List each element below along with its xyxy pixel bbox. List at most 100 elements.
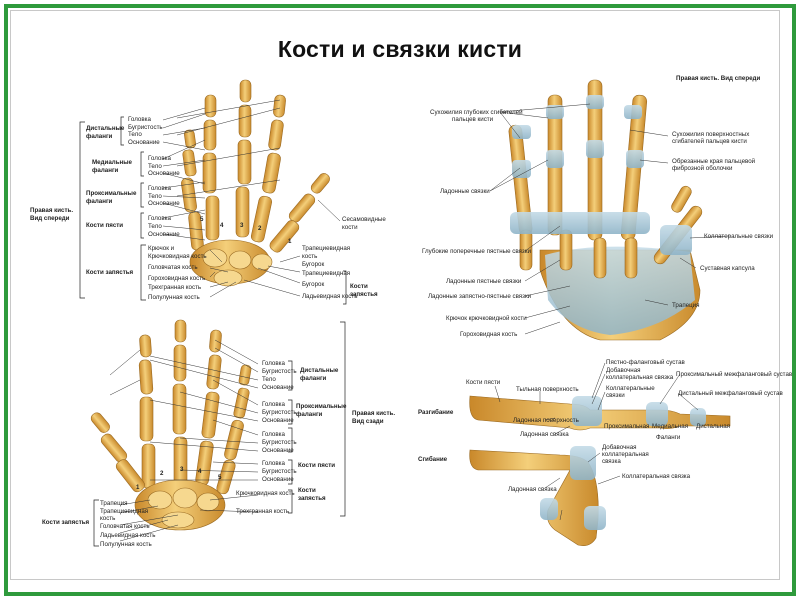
palm-part-9: Тело (148, 193, 162, 200)
dorsal-leader-lines (109, 339, 259, 542)
palm-group-carpals: Кости запястья (86, 269, 134, 276)
lig-right-5: Коллатеральные связки (704, 233, 774, 240)
dorsal-part-1: Головка (262, 360, 285, 367)
dorsal-part-5: Головка (262, 401, 285, 408)
ligaments-hand (508, 79, 703, 341)
joint-flexion-diagram (469, 446, 606, 546)
flex-label-1: Ладонная связка (520, 431, 569, 438)
ext-label-11: Проксимальная (604, 423, 650, 430)
dorsal-side-caption-1: Правая кисть. (352, 410, 396, 417)
ligaments-leader-lines (489, 103, 731, 335)
palm-part-11: Головка (148, 215, 171, 222)
flex-label-2: Добавочная (602, 444, 637, 451)
dorsal-part-3: Тело (262, 376, 276, 383)
palm-carpal-bracket-1: Кости (350, 283, 368, 290)
palm-group-proximal: Проксимальные (86, 190, 137, 197)
palm-part-4: Основание (128, 139, 160, 146)
lig-left-4: Глубокие поперечные пястные связки (422, 248, 531, 255)
lig-right-6: Суставная капсула (700, 265, 755, 272)
palm-side-caption-2: Вид спереди (30, 215, 70, 222)
palm-right-6: Трапециевидная (302, 270, 351, 277)
lig-right-2: сгибателей пальцев кисти (672, 138, 747, 145)
flex-label-5: Ладонная связка (508, 486, 557, 493)
palm-number-1: 1 (288, 238, 292, 245)
palm-number-3: 3 (240, 222, 244, 229)
ext-label-14: Фаланги (656, 434, 681, 441)
palm-number-4: 4 (220, 222, 224, 229)
dorsal-group-1: Дистальные (300, 367, 339, 374)
dorsal-left-bone-4: Головчатая кость (100, 523, 150, 530)
lig-left-7: Крючок крючковидной кости (446, 315, 527, 322)
ext-label-8: связки (606, 392, 625, 399)
palm-carpal-6: Полулунная кость (148, 294, 200, 301)
dorsal-skeleton (90, 319, 252, 531)
ext-label-12: Медиальная (652, 423, 689, 430)
dorsal-group-4: фаланги (296, 411, 323, 418)
palm-part-8: Головка (148, 185, 171, 192)
palm-carpal-3: Головчатая кость (148, 264, 198, 271)
palm-side-caption-1: Правая кисть. (30, 207, 74, 214)
lig-left-2: пальцев кисти (452, 116, 494, 123)
flexion-label: Сгибание (418, 456, 448, 463)
palm-right-8: Ладьевидная кость (302, 293, 358, 300)
palm-group-medial: Медиальные (92, 159, 132, 166)
palm-part-1: Головка (128, 116, 151, 123)
dorsal-group-5: Кости пясти (298, 462, 336, 469)
dorsal-brackets (93, 321, 346, 547)
palm-part-12: Тело (148, 223, 162, 230)
dorsal-group-6: Кости (298, 487, 316, 494)
palm-right-7: Бугорок (302, 281, 325, 288)
dorsal-left-bone-2: Трапециевидная (100, 508, 149, 515)
palm-carpal-bracket-2: запястья (350, 291, 378, 298)
palm-group-metacarpals: Кости пясти (86, 222, 124, 229)
palm-group-proximal-2: фаланги (86, 198, 113, 205)
dorsal-group-3: Проксимальные (296, 403, 347, 410)
dorsal-left-bone-3: кость (100, 515, 116, 522)
dorsal-part-6: Бугристость (262, 409, 297, 416)
ext-label-6: коллатеральная связка (606, 374, 674, 381)
lig-right-7: Трапеция (672, 302, 700, 309)
ext-label-13: Дистальная (696, 423, 730, 430)
palm-part-2: Бугристость (128, 124, 163, 131)
palm-part-13: Основание (148, 231, 180, 238)
palm-part-7: Основание (148, 170, 180, 177)
dorsal-part-11: Головка (262, 460, 285, 467)
dorsal-part-9: Бугристость (262, 439, 297, 446)
palm-carpal-5: Трехгранная кость (148, 284, 202, 291)
dorsal-number-4: 4 (198, 468, 202, 475)
dorsal-right-bone-2: Трехгранная кость (236, 508, 290, 515)
lig-left-8: Гороховидная кость (460, 331, 518, 338)
palm-group-medial-2: фаланги (92, 167, 119, 174)
lig-right-1: Сухожилия поверхностных (672, 131, 750, 138)
lig-left-3: Ладонные связки (440, 188, 490, 195)
palm-carpal-2: Крючковидная кость (148, 253, 207, 260)
dorsal-part-8: Головка (262, 431, 285, 438)
palm-number-2: 2 (258, 225, 262, 232)
extension-label: Разгибание (418, 409, 454, 416)
flex-label-6: Коллатеральная связка (622, 473, 691, 480)
palm-right-4: кость (302, 253, 318, 260)
ext-label-2: Тыльная поверхность (516, 386, 579, 393)
palm-carpal-4: Гороховидная кость (148, 275, 206, 282)
ext-label-5: Добавочная (606, 367, 641, 374)
dorsal-part-12: Бугристость (262, 468, 297, 475)
joint-extension-diagram (469, 395, 731, 431)
dorsal-number-2: 2 (160, 470, 164, 477)
dorsal-group-7: запястья (298, 495, 326, 502)
palm-group-distal: Дистальные (86, 125, 125, 132)
palm-number-5: 5 (200, 216, 204, 223)
lig-left-1: Сухожилия глубоких сгибателей (430, 109, 523, 116)
palm-skeleton (181, 79, 330, 287)
dorsal-part-7: Основание (262, 417, 294, 424)
dorsal-right-bone-1: Крючковидная кость (236, 490, 295, 497)
dorsal-part-4: Основание (262, 384, 294, 391)
palm-right-3: Трапециевидная (302, 245, 351, 252)
ligaments-caption: Правая кисть. Вид спереди (676, 75, 761, 82)
flex-label-4: связка (602, 458, 621, 465)
flex-label-3: коллатеральная (602, 451, 649, 458)
dorsal-number-3: 3 (180, 466, 184, 473)
palm-part-10: Основание (148, 200, 180, 207)
lig-left-6: Ладонные запястно-пястные связки (428, 293, 532, 300)
dorsal-number-1: 1 (136, 484, 140, 491)
